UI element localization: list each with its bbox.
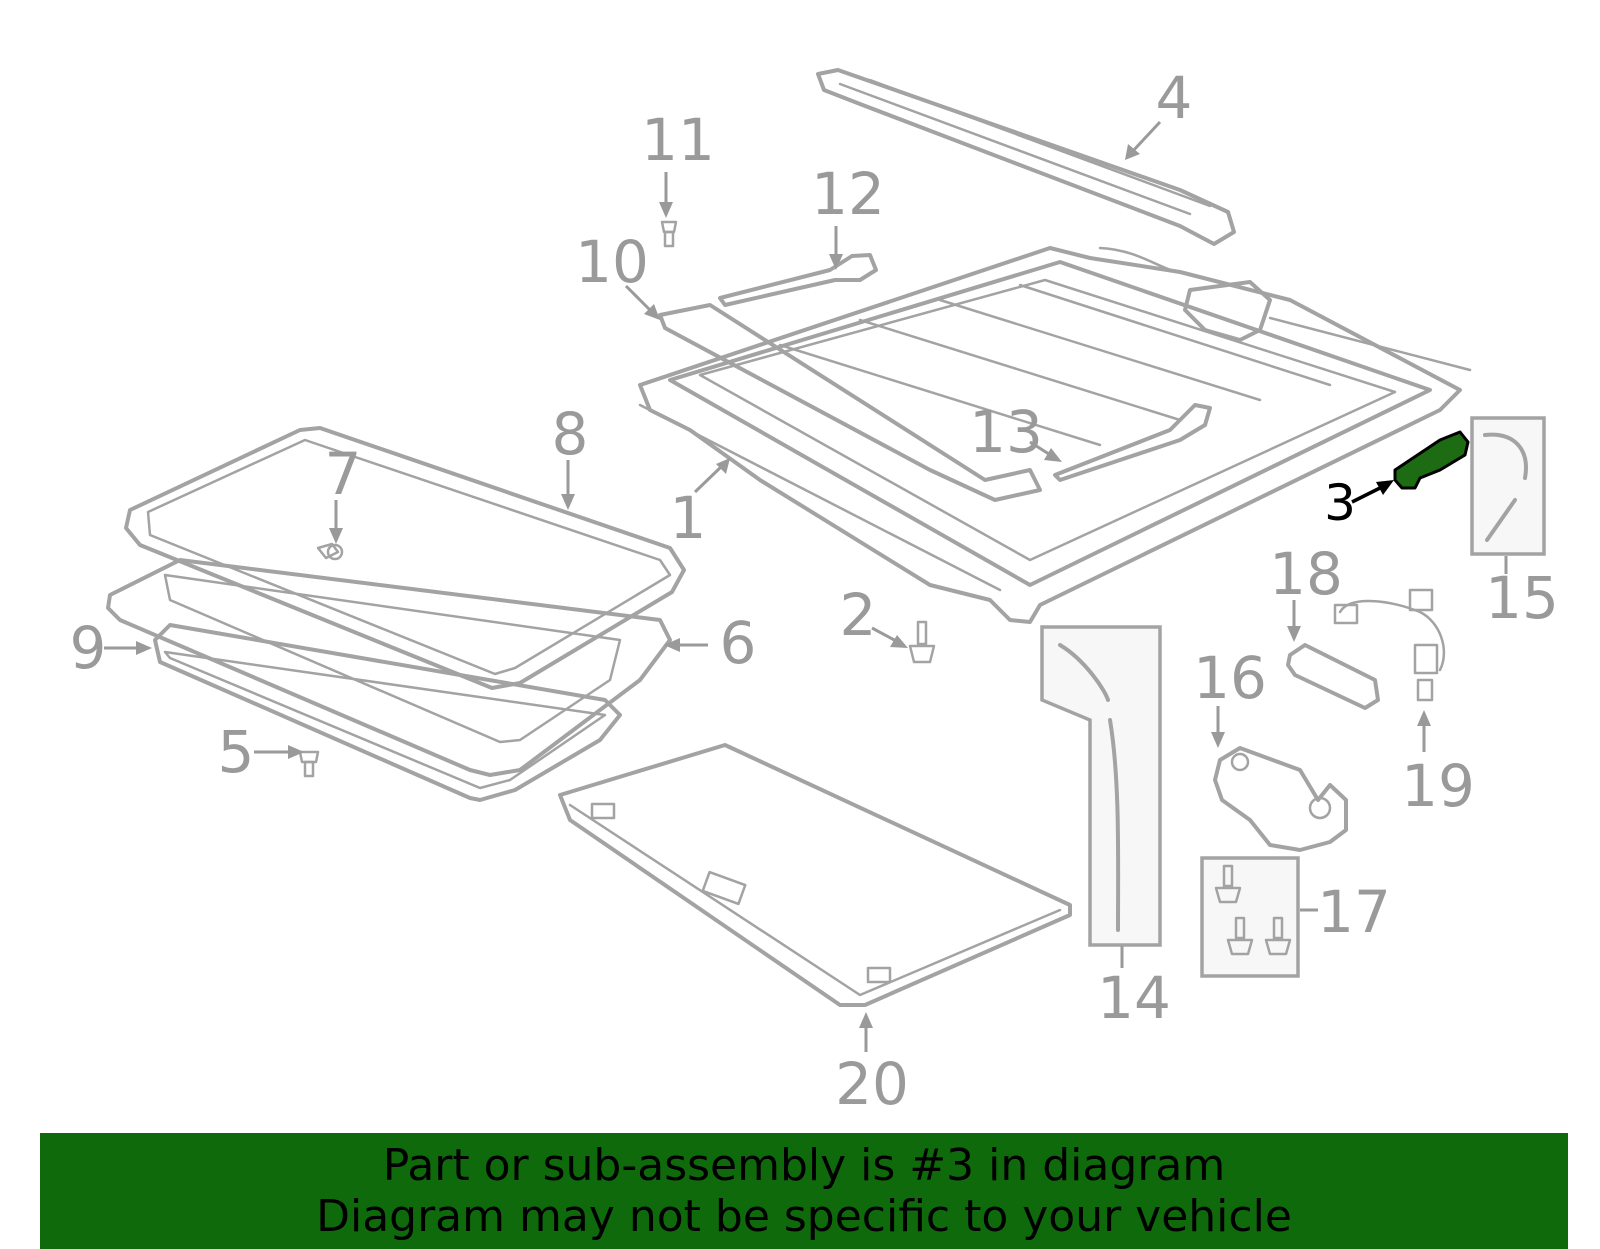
callout-4: 4	[1156, 64, 1193, 132]
part-12-cable-bracket	[718, 253, 878, 307]
part-9-weatherstrip	[153, 623, 622, 802]
callout-1: 1	[670, 484, 707, 552]
part-6-glass-seal-frame	[106, 558, 672, 777]
part-13-link	[1053, 403, 1212, 482]
info-banner: Part or sub-assembly is #3 in diagram Di…	[40, 1133, 1568, 1249]
screw-5-icon	[298, 750, 320, 778]
part-1-sunroof-frame	[638, 246, 1472, 624]
part-19-harness	[1333, 588, 1446, 702]
part-16-motor	[1213, 746, 1348, 852]
leader-lines	[104, 120, 1508, 1052]
callout-20: 20	[835, 1050, 909, 1118]
callout-11: 11	[641, 106, 715, 174]
callout-13: 13	[969, 398, 1043, 466]
part-3-highlighted	[1393, 430, 1470, 490]
callout-2: 2	[840, 581, 877, 649]
part-20-sunshade	[558, 743, 1072, 1007]
callout-10: 10	[575, 228, 649, 296]
callout-7: 7	[325, 440, 362, 508]
callout-14: 14	[1097, 964, 1171, 1032]
callout-15: 15	[1485, 564, 1559, 632]
callout-17: 17	[1317, 878, 1391, 946]
part-17-bolts-inset	[1200, 856, 1300, 978]
callout-6: 6	[720, 609, 757, 677]
callout-9: 9	[70, 614, 107, 682]
callout-labels: 1 2 3 4 5 6 7 8 9 10 11 12 13 14 15 16 1…	[70, 64, 1559, 1118]
bolt-2-icon	[908, 620, 936, 664]
part-4-wind-deflector	[816, 68, 1236, 246]
callout-8: 8	[552, 400, 589, 468]
callout-5: 5	[218, 718, 255, 786]
screw-7-icon	[316, 542, 344, 561]
banner-line-1: Part or sub-assembly is #3 in diagram	[382, 1140, 1226, 1191]
part-15-inset	[1470, 416, 1546, 556]
callout-3: 3	[1324, 474, 1356, 532]
screw-11-icon	[660, 220, 678, 248]
part-18-module	[1286, 643, 1380, 710]
banner-line-2: Diagram may not be specific to your vehi…	[316, 1191, 1292, 1242]
callout-18: 18	[1269, 540, 1343, 608]
callout-12: 12	[811, 160, 885, 228]
part-8-glass-panel	[124, 426, 686, 690]
fastener-icons	[298, 220, 936, 778]
callout-19: 19	[1401, 752, 1475, 820]
callout-16: 16	[1193, 644, 1267, 712]
part-14-inset	[1040, 625, 1162, 947]
part-10-rail	[658, 303, 1042, 502]
